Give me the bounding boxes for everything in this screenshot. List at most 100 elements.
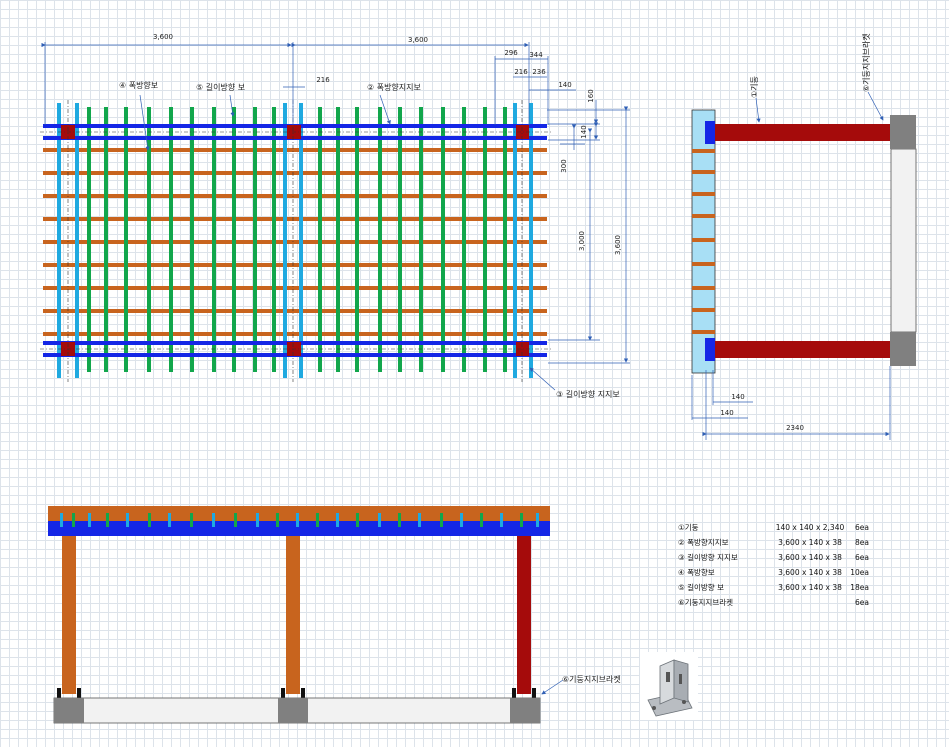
dim-140-side: 140 bbox=[580, 125, 588, 138]
side-width-beam-end bbox=[692, 170, 715, 174]
length-support-bar bbox=[75, 103, 79, 378]
side-beam-bottom bbox=[714, 341, 890, 358]
plan-callouts bbox=[139, 94, 556, 391]
length-beam-bar bbox=[253, 107, 257, 372]
label-bracket-elev: ⑥기둥지지브라켓 bbox=[562, 674, 621, 684]
elev-beam-end bbox=[126, 513, 129, 527]
elev-post-left bbox=[62, 536, 76, 694]
width-beam-bar bbox=[43, 171, 547, 175]
length-support-bar bbox=[529, 103, 533, 378]
dim-344: 344 bbox=[529, 51, 543, 59]
length-beam-bar bbox=[104, 107, 108, 372]
elev-beam-end bbox=[356, 513, 359, 527]
bom-item-name: ③ 길이방향 지지보 bbox=[678, 552, 738, 562]
centerlines bbox=[40, 100, 552, 382]
length-beam-bar bbox=[483, 107, 487, 372]
side-width-beam-end bbox=[692, 149, 715, 153]
bom-item-name: ⑥기둥지지브라켓 bbox=[678, 597, 733, 607]
dim-3000: 3,000 bbox=[578, 231, 586, 251]
length-beam-bar bbox=[355, 107, 359, 372]
side-blue-top bbox=[705, 121, 715, 144]
elev-post-mid bbox=[286, 536, 300, 694]
side-width-beam-end bbox=[692, 214, 715, 218]
bom-item-name: ④ 폭방향보 bbox=[678, 567, 715, 577]
elev-beam-end bbox=[276, 513, 279, 527]
side-bracket-bottom bbox=[890, 332, 916, 366]
side-footing-slab bbox=[890, 148, 917, 333]
length-beam-bar bbox=[212, 107, 216, 372]
length-beam-bar bbox=[190, 107, 194, 372]
dim-side-2340: 2340 bbox=[786, 424, 804, 432]
elev-beam-end bbox=[256, 513, 259, 527]
label-post: ①기둥 bbox=[750, 76, 759, 98]
bom-item-qty: 18ea bbox=[850, 583, 869, 592]
length-support-bar bbox=[513, 103, 517, 378]
elev-beam-end bbox=[212, 513, 215, 527]
elev-beam-end bbox=[500, 513, 503, 527]
length-beam-bar bbox=[419, 107, 423, 372]
bom-item-spec: 3,600 x 140 x 38 bbox=[778, 568, 842, 577]
dim-side-140-a: 140 bbox=[731, 393, 744, 401]
width-beam-bar bbox=[43, 309, 547, 313]
dim-296: 296 bbox=[504, 49, 518, 57]
length-support-bar bbox=[57, 103, 61, 378]
dim-216-top: 216 bbox=[514, 68, 528, 76]
length-beam-bar bbox=[232, 107, 236, 372]
bom-item-spec: 3,600 x 140 x 38 bbox=[778, 553, 842, 562]
elev-beam-end bbox=[88, 513, 91, 527]
dim-3600-side: 3,600 bbox=[614, 235, 622, 255]
width-beam-bar bbox=[43, 332, 547, 336]
plan-dimensions bbox=[41, 42, 630, 364]
dim-236: 236 bbox=[532, 68, 546, 76]
label-bracket-side: ⑥기둥지지브라켓 bbox=[861, 33, 871, 92]
post-square bbox=[516, 342, 529, 356]
length-beam-bar bbox=[272, 107, 276, 372]
length-beam-bar bbox=[398, 107, 402, 372]
bracket-photo-icon bbox=[640, 652, 698, 720]
elev-beam-end bbox=[536, 513, 539, 527]
bom-item-qty: 6ea bbox=[855, 598, 869, 607]
elev-beam-end bbox=[418, 513, 421, 527]
bom-item-name: ①기둥 bbox=[678, 523, 699, 532]
elev-footing-block bbox=[510, 698, 540, 723]
length-beam-bar bbox=[318, 107, 322, 372]
elev-bracket-flanges bbox=[57, 688, 536, 698]
length-support-bar bbox=[299, 103, 303, 378]
bom-item-qty: 6ea bbox=[855, 553, 869, 562]
bom-item-qty: 8ea bbox=[855, 538, 869, 547]
elev-beam-end bbox=[234, 513, 237, 527]
dim-216-mid: 216 bbox=[316, 76, 330, 84]
dim-side-140-b: 140 bbox=[720, 409, 733, 417]
length-beam-bar bbox=[378, 107, 382, 372]
bom-item-spec: 3,600 x 140 x 38 bbox=[778, 538, 842, 547]
length-beam-bar bbox=[124, 107, 128, 372]
side-dimensions bbox=[691, 91, 891, 440]
side-width-beam-end bbox=[692, 192, 715, 196]
side-beam-top bbox=[714, 124, 890, 141]
elev-post-right bbox=[517, 536, 531, 694]
post-square bbox=[516, 125, 529, 139]
width-beam-bar bbox=[43, 263, 547, 267]
width-beam-bar bbox=[43, 286, 547, 290]
elev-beam-end bbox=[440, 513, 443, 527]
label-length-support: ③ 길이방향 지지보 bbox=[556, 389, 620, 399]
length-beam-bar bbox=[336, 107, 340, 372]
length-beams-group bbox=[87, 107, 507, 372]
elev-beam-end bbox=[316, 513, 319, 527]
side-width-beams-group bbox=[692, 149, 715, 334]
length-beam-bar bbox=[462, 107, 466, 372]
bom-item-spec: 140 x 140 x 2,340 bbox=[776, 523, 845, 532]
width-beam-bar bbox=[43, 240, 547, 244]
elev-beam-end bbox=[72, 513, 75, 527]
length-beam-bar bbox=[147, 107, 151, 372]
length-beam-bar bbox=[503, 107, 507, 372]
elev-beam-end bbox=[520, 513, 523, 527]
side-width-beam-end bbox=[692, 238, 715, 242]
length-beam-bar bbox=[441, 107, 445, 372]
dim-span-right: 3,600 bbox=[408, 36, 428, 44]
width-beam-bar bbox=[43, 148, 547, 152]
width-beam-bar bbox=[43, 194, 547, 198]
elev-beam-end bbox=[378, 513, 381, 527]
elev-beam-ends-group bbox=[60, 513, 539, 527]
